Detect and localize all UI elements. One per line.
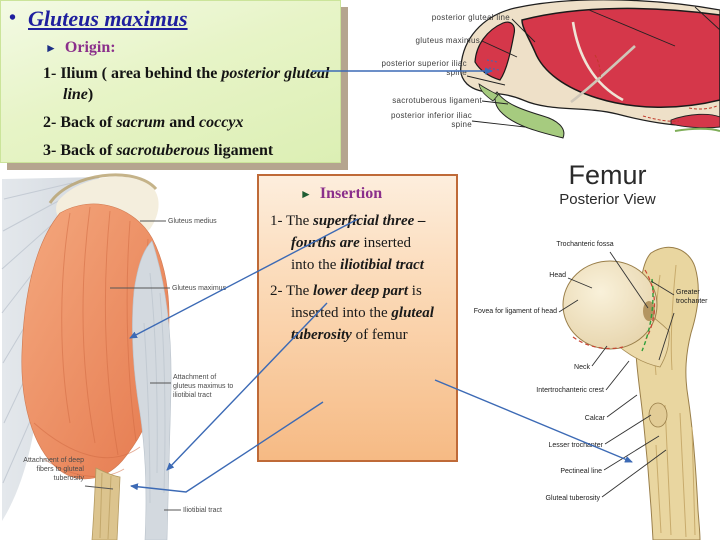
pelvis-illustration [460, 0, 720, 139]
muscle-sliver [670, 113, 720, 129]
insertion-header-row: ► Insertion [300, 185, 382, 203]
fascia-shape [2, 177, 100, 521]
bullet-icon: • [9, 7, 17, 29]
buttock-label-iliotibial-tract: Iliotibial tract [183, 507, 222, 514]
buttock-label-gluteus-medius: Gluteus medius [168, 218, 217, 225]
pelvis-label-posterior-superior-iliac-spine: posterior superior iliac spine [381, 59, 467, 77]
origin-items: 1- Ilium ( area behind the posterior glu… [43, 63, 333, 168]
femur-label-head: Head [549, 272, 566, 279]
insertion-items: 1- The superficial three –fourths are in… [270, 210, 438, 350]
origin-item-2-emphasis-1: sacrum [116, 114, 166, 131]
buttock-label-attachment-deep-fibers: Attachment of deep fibers to gluteal tub… [23, 457, 84, 482]
origin-item-2-text: 2- Back of [43, 114, 117, 131]
origin-item-1: 1- Ilium ( area behind the posterior glu… [43, 63, 333, 105]
bone-streaks [99, 472, 112, 540]
origin-item-3-tail: ligament [209, 142, 274, 159]
insertion-item-2-tail: of femur [351, 327, 408, 343]
femur-label-intertrochanteric-crest: Intertrochanteric crest [536, 387, 604, 394]
femur-label-pectineal-line: Pectineal line [560, 468, 602, 475]
femur-illustration [558, 246, 701, 540]
insertion-item-2-emphasis-1: lower deep part [313, 283, 409, 299]
origin-item-3: 3- Back of sacrotuberous ligament [43, 140, 333, 161]
sacrotuberous-ligament-shape [494, 91, 565, 139]
muscle-separation-line [571, 21, 624, 102]
femur-label-neck: Neck [574, 364, 590, 371]
red-dashed-lines [572, 269, 656, 350]
ligament-wedge [478, 83, 499, 102]
femur-title: Femur [568, 160, 647, 190]
buttock-label-gluteus-maximus: Gluteus maximus [172, 285, 227, 292]
lesser-trochanter-shape [648, 402, 668, 428]
femur-label-lesser-trochanter: Lesser trochanter [548, 442, 603, 449]
page-title: Gluteus maximus [28, 6, 188, 31]
femur-figure: Femur Posterior View [455, 158, 720, 540]
femur-label-gluteal-tuberosity: Gluteal tuberosity [545, 495, 600, 502]
femur-subtitle: Posterior View [559, 191, 656, 208]
pelvis-leader-lines [466, 18, 536, 128]
ligament-line [674, 127, 720, 132]
origin-item-2-emphasis-2: coccyx [199, 114, 244, 131]
buttock-label-attachment-iliotibial: Attachment of gluteus maximus to iliotib… [173, 374, 234, 399]
insertion-item-1: 1- The superficial three –fourths are in… [270, 210, 438, 276]
origin-item-3-emphasis: sacrotuberous [116, 142, 210, 159]
origin-header: Origin: [64, 39, 116, 56]
femur-label-trochanteric-fossa: Trochanteric fossa [556, 241, 614, 248]
buttock-illustration [1, 173, 181, 540]
title-row: • Gluteus maximus [9, 6, 188, 32]
green-dashed-line [641, 278, 654, 352]
femur-head-shape [562, 260, 658, 350]
origin-item-3-text: 3- Back of [43, 142, 117, 159]
pelvis-label-posterior-gluteal-line: posterior gluteal line [431, 13, 510, 22]
insertion-item-1-text: 1- The [270, 213, 314, 229]
femur-label-fovea: Fovea for ligament of head [473, 308, 557, 315]
origin-item-1-emphasis: posterior gluteal line [63, 65, 330, 103]
muscle-patch [474, 21, 516, 81]
femur-label-greater-trochanter: Greater trochanter [676, 289, 708, 305]
muscle-separation-line-2 [570, 45, 636, 104]
origin-item-1-text: 1- Ilium ( area behind the [43, 65, 222, 82]
origin-header-row: ► Origin: [45, 39, 116, 57]
pelvis-label-sacrotuberous-ligament: sacrotuberous ligament [392, 96, 482, 105]
arrow-bullet-icon: ► [45, 41, 57, 55]
fiber-line-2 [694, 6, 720, 31]
iliac-crest-rim [48, 173, 158, 204]
origin-panel: • Gluteus maximus ► Origin: 1- Ilium ( are… [0, 0, 341, 163]
origin-item-1-close: ) [87, 86, 94, 103]
insertion-item-2-text: 2- The [270, 283, 314, 299]
insertion-item-2: 2- The lower deep part is inserted into … [270, 280, 438, 346]
insertion-header: Insertion [319, 185, 383, 202]
pelvis-label-posterior-inferior-iliac-spine: posterior inferior iliac spine [390, 111, 472, 129]
insertion-panel: ► Insertion 1- The superficial three –fou… [257, 174, 458, 462]
pelvis-label-gluteus-maximus: gluteus maximus [415, 36, 480, 45]
arrow-bullet-icon: ► [300, 187, 312, 201]
red-dashed-marks [594, 54, 718, 122]
pelvis-origin-figure: posterior gluteal line gluteus maximus p… [345, 0, 720, 150]
insertion-item-1-emphasis-2: iliotibial tract [340, 257, 424, 273]
origin-item-2: 2- Back of sacrum and coccyx [43, 112, 333, 133]
origin-item-2-and: and [165, 114, 200, 131]
fiber-line [588, 9, 676, 47]
femur-bone-shape [91, 467, 121, 540]
femur-label-calcar: Calcar [584, 415, 605, 422]
buttock-muscle-figure: Gluteus medius Gluteus maximus Attachmen… [0, 173, 250, 540]
